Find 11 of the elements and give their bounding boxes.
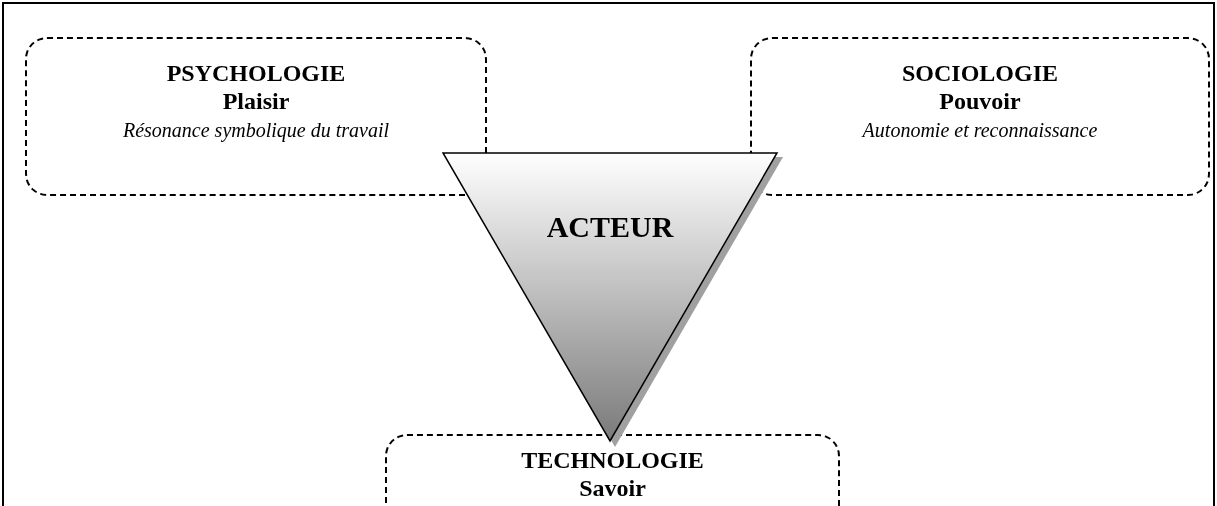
node-subheading: Pouvoir bbox=[939, 87, 1021, 115]
node-description: Autonomie et reconnaissance bbox=[862, 118, 1098, 143]
node-heading: SOCIOLOGIE bbox=[901, 59, 1058, 87]
dashed-rounded-box bbox=[750, 37, 1210, 196]
node-heading: PSYCHOLOGIE bbox=[166, 59, 346, 87]
node-heading: TECHNOLOGIE bbox=[521, 446, 704, 474]
triangle-label: ACTEUR bbox=[546, 210, 674, 244]
node-description: Résonance symbolique du travail bbox=[122, 118, 390, 144]
dashed-rounded-box bbox=[25, 37, 487, 196]
node-subheading: Savoir bbox=[579, 474, 646, 502]
node-subheading: Plaisir bbox=[222, 87, 290, 115]
